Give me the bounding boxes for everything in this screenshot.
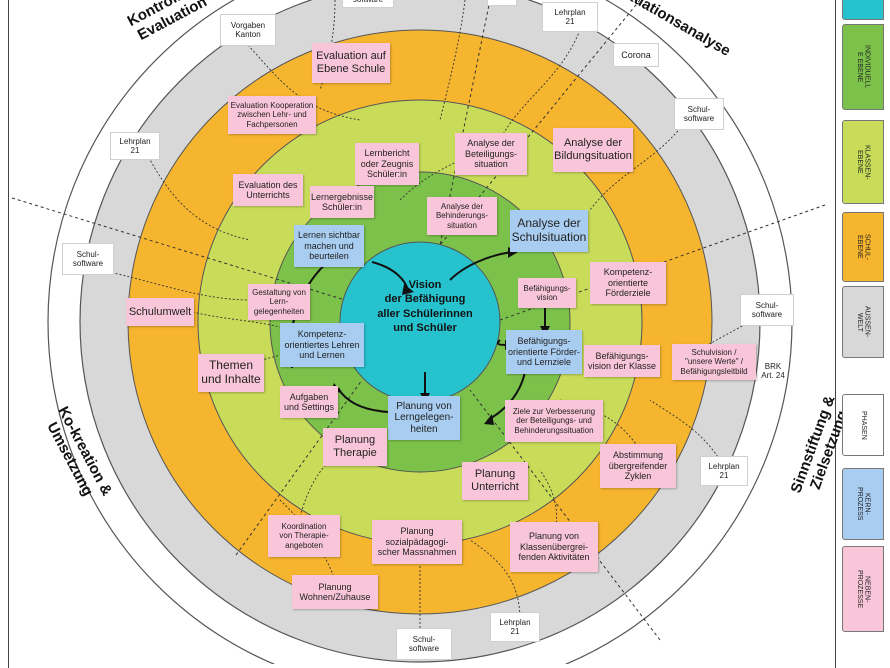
note-vorgaben-kanton: Vorgaben Kanton: [220, 14, 276, 46]
note-top-clip2: [487, 0, 517, 6]
note-corona: Corona: [613, 43, 659, 67]
note-aufgaben: Aufgaben und Settings: [280, 386, 338, 418]
note-abstimmung: Abstimmung übergreifender Zyklen: [600, 444, 676, 488]
note-themen: Themen und Inhalte: [198, 354, 264, 392]
note-analyse-schulsituation: Analyse der Schulsituation: [510, 210, 588, 252]
note-schulumwelt: Schulumwelt: [126, 298, 194, 326]
note-befaehigungsvision: Befähigungs- vision: [518, 278, 576, 308]
note-evaluation-kooperation: Evaluation Kooperation zwischen Lehr- un…: [228, 96, 316, 134]
diagram-frame: [8, 0, 836, 668]
legend-panel: INDIVIDUELL E EBENE KLASSEN- EBENE SCHUL…: [842, 0, 890, 668]
note-koordination: Koordination von Therapie- angeboten: [268, 515, 340, 557]
note-planung-sozial: Planung sozialpädagogi- scher Massnahmen: [372, 520, 462, 564]
note-planung-klassen: Planung von Klassenübergrei- fenden Akti…: [510, 522, 598, 572]
note-schulsoftware-right: Schul- software: [740, 294, 794, 326]
note-kompetenz-foerderziele: Kompetenz- orientierte Förderziele: [590, 262, 666, 304]
note-evaluation-schule: Evaluation auf Ebene Schule: [312, 43, 390, 83]
note-schulvision: Schulvision / "unsere Werte" / Befähigun…: [672, 344, 756, 380]
note-top-clip1: software: [342, 0, 394, 8]
note-analyse-bildung: Analyse der Bildungsituation: [553, 128, 633, 172]
note-befaehigung-foerder: Befähigungs- orientierte Förder- und Ler…: [506, 330, 582, 374]
note-lernergebnisse: Lernergebnisse Schüler:in: [310, 186, 374, 218]
legend-phasen: PHASEN: [842, 394, 884, 456]
legend-klassen: KLASSEN- EBENE: [842, 120, 884, 204]
note-planung-wohnen: Planung Wohnen/Zuhause: [292, 575, 378, 609]
legend-schul: SCHUL- EBENE: [842, 212, 884, 282]
legend-teal-swatch: [842, 0, 884, 20]
note-lehrplan-right: Lehrplan 21: [700, 456, 748, 486]
note-schulsoftware-left: Schul- software: [62, 243, 114, 275]
note-schulsoftware-bottom: Schul- software: [396, 628, 452, 660]
note-analyse-beteiligung: Analyse der Beteiligungs- situation: [455, 133, 527, 175]
note-analyse-behinderung: Analyse der Behinderungs- situation: [427, 197, 497, 235]
note-planung-unterricht: Planung Unterricht: [462, 462, 528, 500]
note-schulsoftware-tr: Schul- software: [674, 98, 724, 130]
note-lehrplan-top: Lehrplan 21: [542, 2, 598, 32]
legend-aussen: AUSSEN- WELT: [842, 286, 884, 358]
phase-dividers: [11, 0, 826, 641]
legend-neben: NEBEN- PROZESSE: [842, 546, 884, 632]
legend-individuelle: INDIVIDUELL E EBENE: [842, 24, 884, 110]
note-lehrplan-bottom: Lehrplan 21: [490, 612, 540, 642]
center-vision: Vision der Befähigung aller Schülerinnen…: [377, 279, 473, 334]
note-lehrplan-left: Lehrplan 21: [110, 132, 160, 160]
note-brk: BRK Art. 24: [761, 362, 785, 381]
legend-kern: KERN- PROZESS: [842, 468, 884, 540]
note-gestaltung: Gestaltung von Lern- gelegenheiten: [248, 284, 310, 320]
note-planung-therapie: Planung Therapie: [323, 428, 387, 466]
note-kompetenz-lehren: Kompetenz- orientiertes Lehren und Lerne…: [280, 323, 364, 367]
note-lernbericht: Lernbericht oder Zeugnis Schüler:in: [355, 143, 419, 185]
note-ziele-verbesserung: Ziele zur Verbesserung der Beteiligungs-…: [505, 400, 603, 442]
note-lernen-sichtbar: Lernen sichtbar machen und beurteilen: [294, 225, 364, 267]
note-evaluation-unterricht: Evaluation des Unterrichts: [233, 174, 303, 206]
note-befaehigungsvision-klasse: Befähigungs- vision der Klasse: [584, 345, 660, 377]
note-planung-lerngelegenheiten: Planung von Lerngelegen- heiten: [388, 396, 460, 440]
